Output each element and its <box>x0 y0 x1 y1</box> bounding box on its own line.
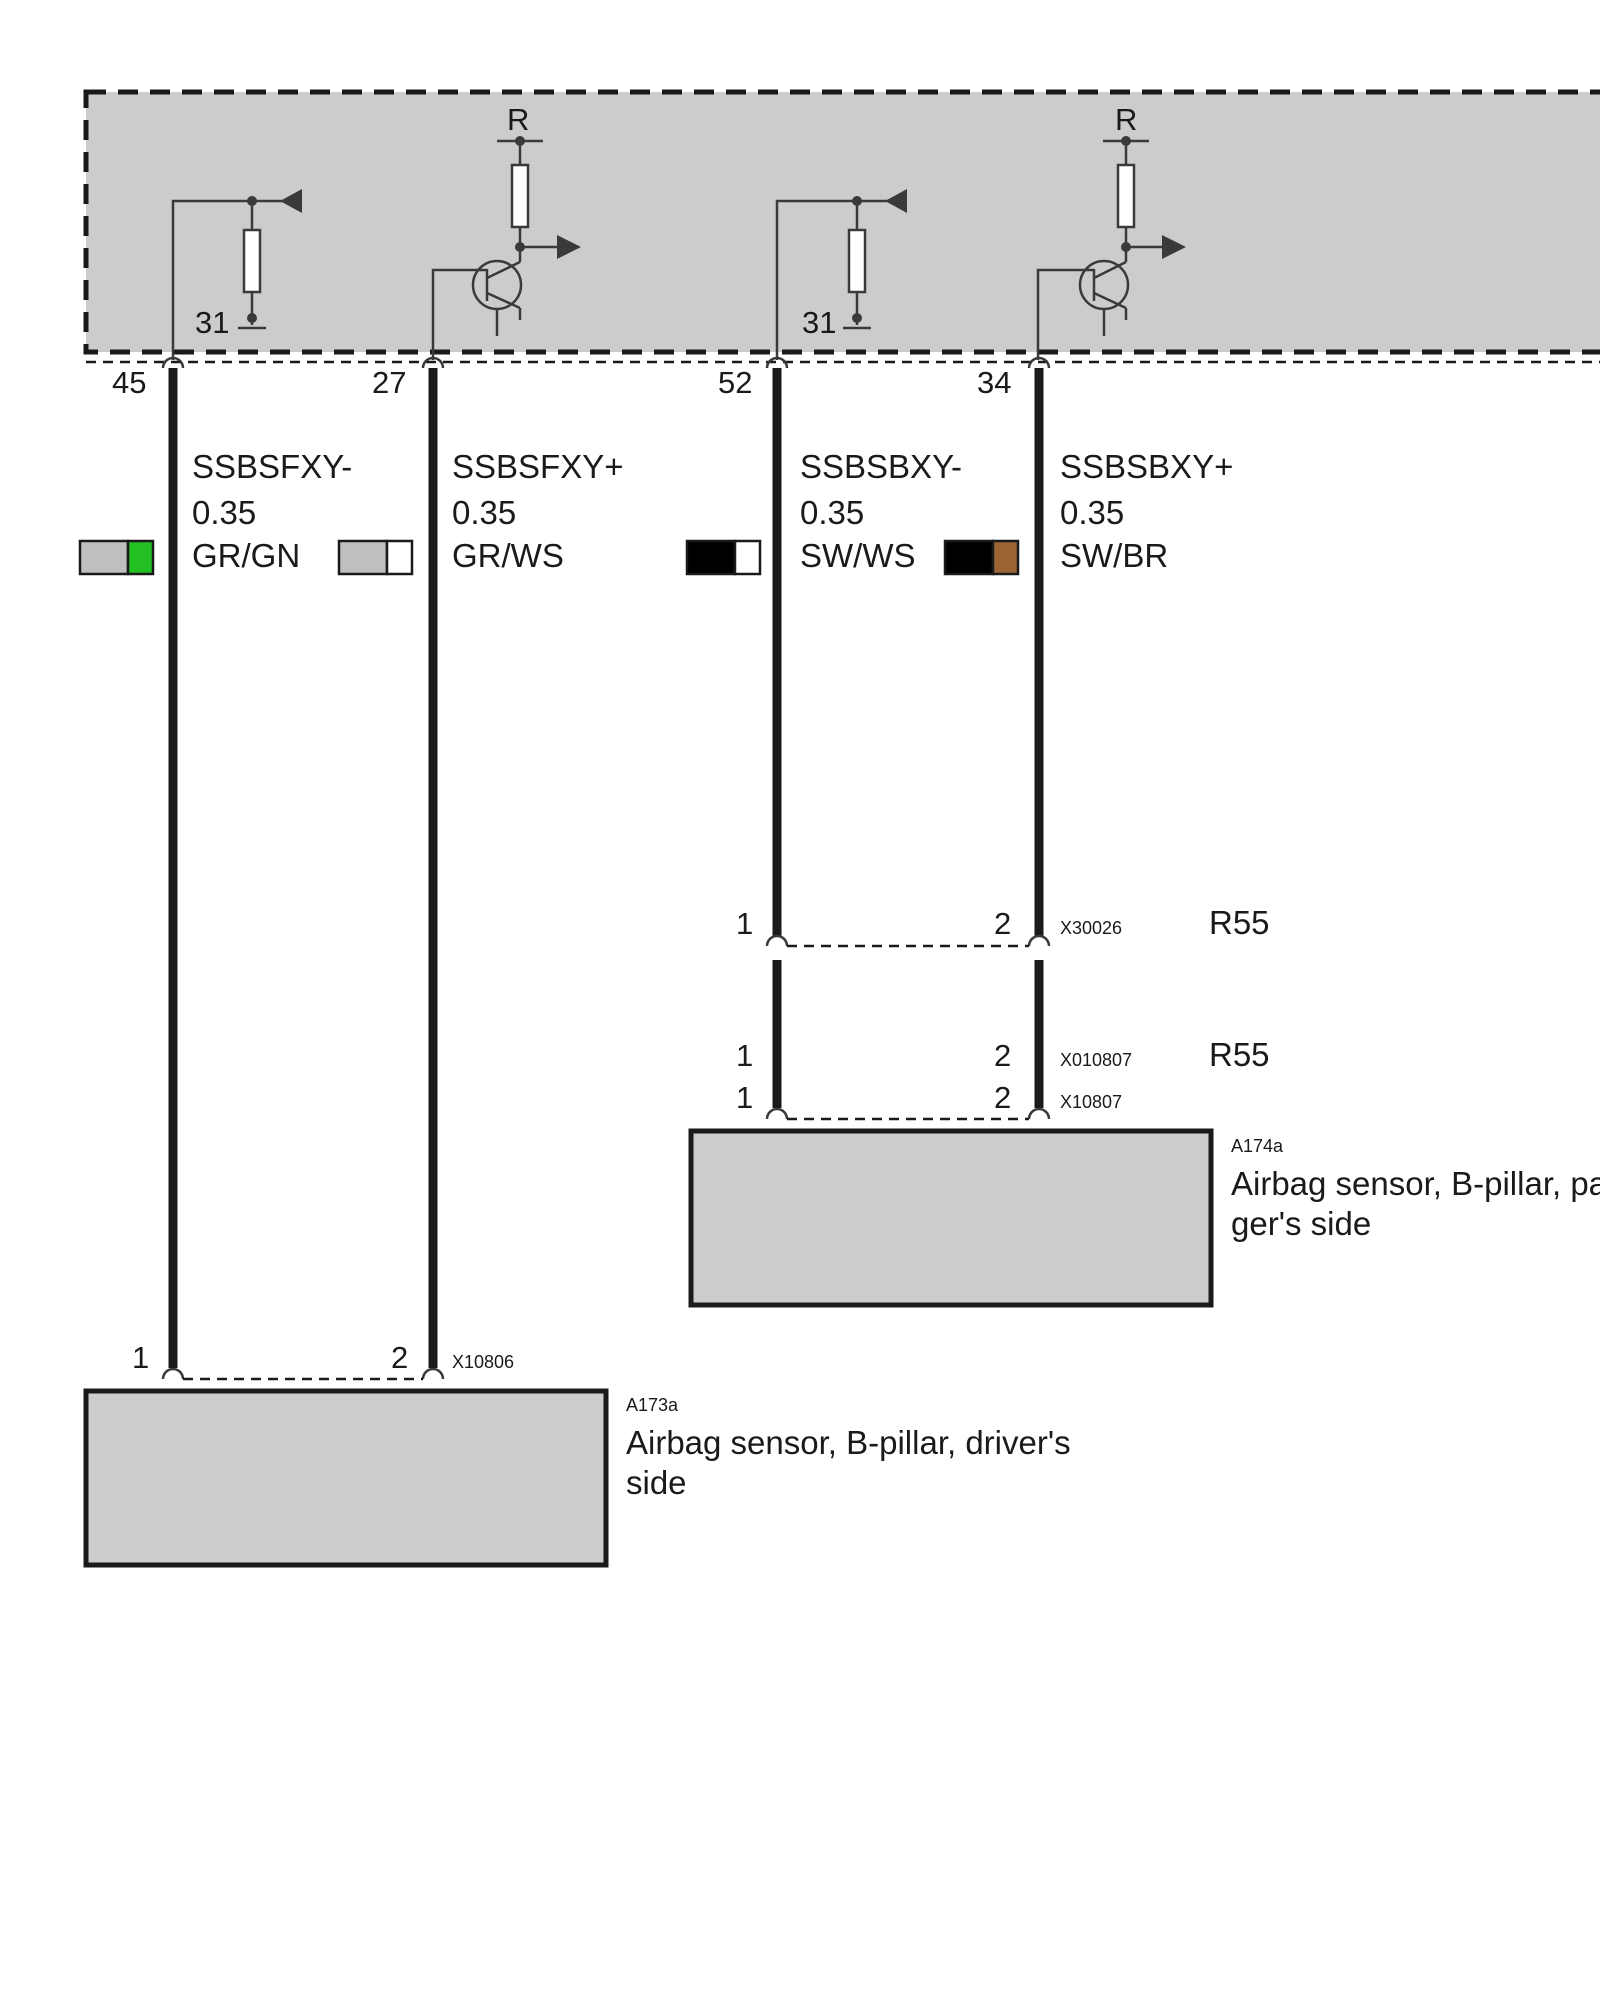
connector-x10807: 1 2 X10807 <box>736 1080 1122 1121</box>
wire-cross-section: 0.35 <box>452 494 516 531</box>
transistor-icon <box>1078 259 1130 336</box>
airbag-sensor-driver-box <box>83 1388 609 1568</box>
wire-signal-name: SSBSBXY- <box>800 448 962 485</box>
airbag-sensor-passenger-box <box>688 1128 1214 1308</box>
connector-pin-number: 1 <box>736 906 753 941</box>
output-circuit-1: R <box>431 102 581 360</box>
ecu-pin-number: 52 <box>718 365 752 400</box>
component-a173a: A173a Airbag sensor, B-pillar, driver's … <box>83 1388 1071 1568</box>
connector-pin-number: 2 <box>994 906 1011 941</box>
wire-color-swatch <box>78 539 155 576</box>
connector-id: X10806 <box>452 1352 514 1372</box>
input-circuit-1: 31 <box>171 189 302 360</box>
wire-ssbsbxy-minus: 52 SSBSBXY- 0.35 SW/WS <box>685 356 962 1108</box>
wire-color-swatch <box>337 539 414 576</box>
wire-cross-section: 0.35 <box>800 494 864 531</box>
connector-pin-number: 2 <box>994 1038 1011 1073</box>
connector-x010807: 1 2 X010807 R55 <box>736 1036 1270 1073</box>
transistor-icon <box>471 259 523 336</box>
wire-color-code: GR/WS <box>452 537 564 574</box>
connector-pin-number: 2 <box>994 1080 1011 1115</box>
connector-pin-number: 1 <box>132 1340 149 1375</box>
connector-pin-number: 1 <box>736 1038 753 1073</box>
component-id: A173a <box>626 1395 679 1415</box>
resistor-icon <box>510 163 530 229</box>
wire-signal-name: SSBSBXY+ <box>1060 448 1233 485</box>
resistor-icon <box>1116 163 1136 229</box>
wire-signal-name: SSBSFXY+ <box>452 448 624 485</box>
connector-pin-number: 2 <box>391 1340 408 1375</box>
input-circuit-2: 31 <box>775 189 907 360</box>
ground-label: 31 <box>195 305 229 340</box>
wire-color-code: GR/GN <box>192 537 300 574</box>
component-description: side <box>626 1464 687 1501</box>
wire-ssbsfxy-minus: 45 SSBSFXY- 0.35 GR/GN <box>78 356 352 1368</box>
connector-pin-number: 1 <box>736 1080 753 1115</box>
ground-label: 31 <box>802 305 836 340</box>
wire-color-code: SW/BR <box>1060 537 1168 574</box>
output-circuit-2: R <box>1036 102 1186 360</box>
wire-cross-section: 0.35 <box>192 494 256 531</box>
supply-label: R <box>1115 102 1137 137</box>
connector-id: X10807 <box>1060 1092 1122 1112</box>
variant-code: R55 <box>1209 1036 1270 1073</box>
wire-color-swatch <box>685 539 762 576</box>
wire-signal-name: SSBSFXY- <box>192 448 352 485</box>
control-unit-housing <box>83 89 1600 355</box>
ecu-pin-number: 34 <box>977 365 1011 400</box>
component-description: ger's side <box>1231 1205 1371 1242</box>
connector-x10806: 1 2 X10806 <box>132 1340 514 1381</box>
component-id: A174a <box>1231 1136 1284 1156</box>
ecu-pin-number: 27 <box>372 365 406 400</box>
connector-id: X010807 <box>1060 1050 1132 1070</box>
component-a174a: A174a Airbag sensor, B-pillar, pa ger's … <box>688 1128 1600 1308</box>
control-unit: 31 R <box>83 89 1600 364</box>
resistor-icon <box>847 228 867 294</box>
component-description: Airbag sensor, B-pillar, driver's <box>626 1424 1071 1461</box>
component-description: Airbag sensor, B-pillar, pa <box>1231 1165 1600 1202</box>
variant-code: R55 <box>1209 904 1270 941</box>
connector-id: X30026 <box>1060 918 1122 938</box>
wire-ssbsbxy-plus: 34 SSBSBXY+ 0.35 SW/BR <box>943 356 1233 1108</box>
wire-ssbsfxy-plus: 27 SSBSFXY+ 0.35 GR/WS <box>337 356 624 1368</box>
wire-color-swatch <box>943 539 1020 576</box>
ecu-pin-number: 45 <box>112 365 146 400</box>
connector-x30026: 1 2 X30026 R55 <box>736 904 1270 948</box>
resistor-icon <box>242 228 262 294</box>
supply-label: R <box>507 102 529 137</box>
wire-color-code: SW/WS <box>800 537 915 574</box>
wire-cross-section: 0.35 <box>1060 494 1124 531</box>
